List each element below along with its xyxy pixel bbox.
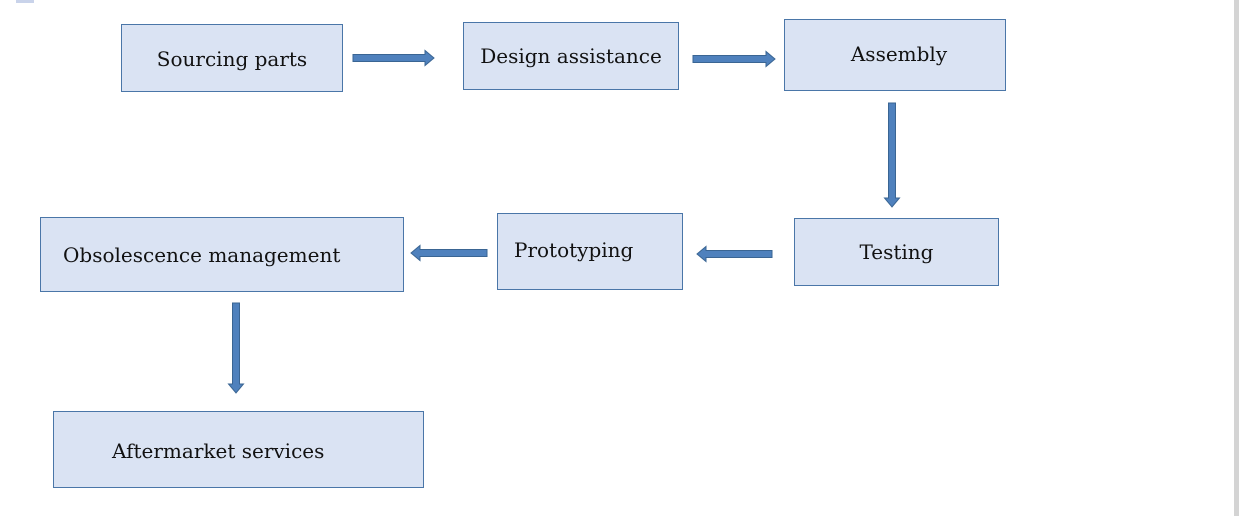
step-assembly: Assembly	[784, 19, 1006, 91]
arrow-testing-to-prototyping	[696, 245, 773, 263]
step-sourcing-parts: Sourcing parts	[121, 24, 343, 92]
step-label: Sourcing parts	[156, 47, 308, 71]
page-edge	[1234, 0, 1239, 516]
corner-marker	[16, 0, 34, 3]
step-prototyping: Prototyping	[497, 213, 683, 290]
arrow-sourcing-to-design	[352, 49, 435, 67]
step-aftermarket-services: Aftermarket services	[53, 411, 424, 488]
arrow-assembly-to-testing	[883, 102, 901, 208]
step-label: Prototyping	[514, 237, 634, 262]
arrow-prototyping-to-obsolescence	[410, 244, 488, 262]
arrow-obsolescence-to-aftermarket	[227, 302, 245, 394]
step-design-assistance: Design assistance	[463, 22, 679, 90]
step-label: Design assistance	[480, 44, 662, 68]
arrow-design-to-assembly	[692, 50, 776, 68]
step-label: Testing	[859, 240, 934, 264]
step-label: Obsolescence management	[63, 243, 341, 267]
step-testing: Testing	[794, 218, 999, 286]
step-label: Assembly	[850, 42, 948, 66]
step-obsolescence-management: Obsolescence management	[40, 217, 404, 292]
step-label: Aftermarket services	[112, 438, 325, 463]
